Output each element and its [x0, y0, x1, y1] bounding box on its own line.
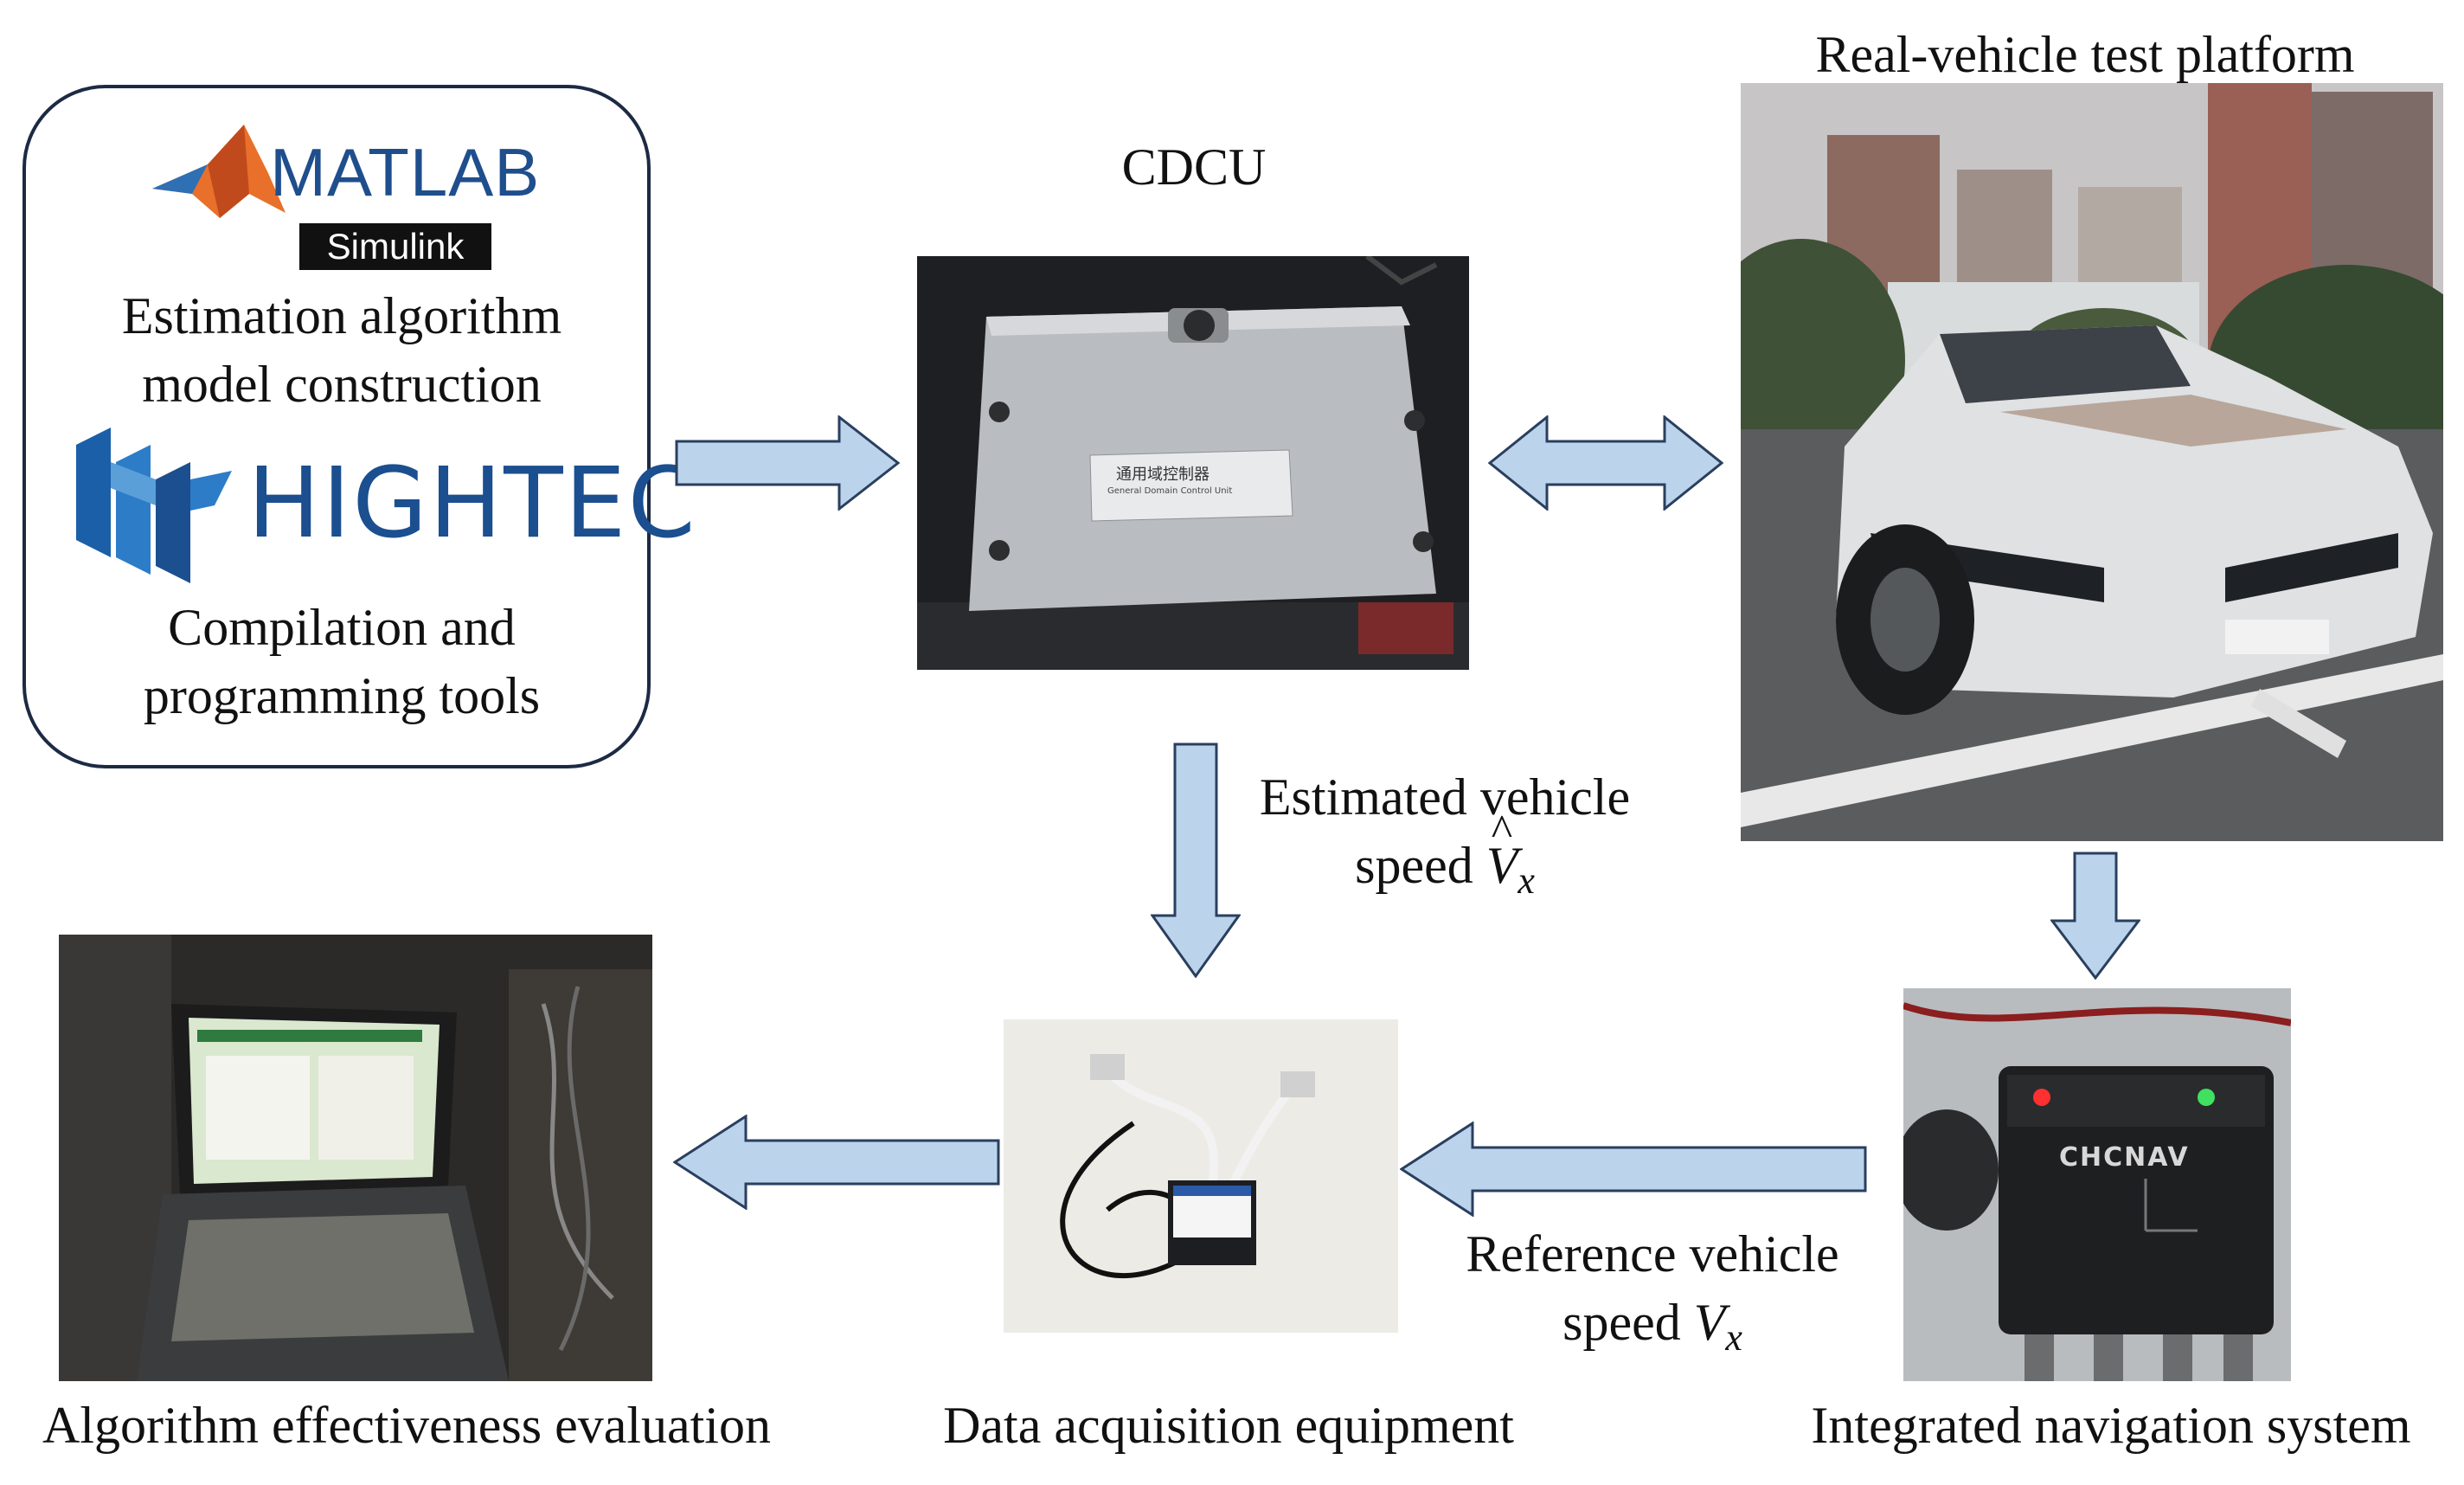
matlab-membrane-icon — [152, 125, 286, 218]
estimated-speed-symbol: ^Vx — [1485, 807, 1535, 906]
matlab-wordmark: MATLAB — [270, 134, 541, 210]
toolchain-panel — [22, 85, 651, 768]
reference-speed-line2: speed Vx — [1436, 1289, 1869, 1363]
navigation-brand: CHCNAV — [2059, 1142, 2190, 1173]
matlab-caption: Estimation algorithm model construction — [52, 282, 632, 419]
estimated-speed-subscript: x — [1518, 859, 1535, 903]
hightec-caption-line1: Compilation and — [168, 599, 516, 656]
estimated-speed-hat: ^ — [1491, 807, 1513, 857]
estimated-speed-v: V — [1485, 837, 1518, 895]
daq-caption: Data acquisition equipment — [943, 1397, 1514, 1454]
vehicle-photo — [1741, 83, 2443, 841]
arrow-tools-to-cdcu — [675, 415, 902, 511]
vehicle-title: Real-vehicle test platform — [1815, 26, 2355, 83]
reference-speed-line1: Reference vehicle — [1466, 1225, 1839, 1282]
estimated-speed-line2: speed ^Vx — [1229, 807, 1661, 906]
estimated-speed-label: Estimated vehicle speed ^Vx — [1229, 763, 1661, 906]
arrow-navigation-to-daq — [1400, 1122, 1867, 1217]
navigation-photo: CHCNAV — [1903, 988, 2291, 1381]
daq-photo — [1004, 1019, 1398, 1333]
arrow-daq-to-evaluation — [673, 1115, 1000, 1210]
hightec-mark-icon — [76, 428, 232, 583]
cdcu-label-chinese: 通用域控制器 — [1116, 466, 1210, 484]
matlab-caption-line2: model construction — [142, 356, 542, 414]
cdcu-photo: 通用域控制器 General Domain Control Unit — [917, 256, 1469, 670]
evaluation-photo — [59, 935, 652, 1381]
hightec-logo — [76, 428, 241, 583]
reference-speed-subscript: x — [1725, 1316, 1742, 1360]
arrow-cdcu-to-daq — [1151, 742, 1241, 978]
simulink-label: Simulink — [326, 226, 465, 267]
hightec-caption: Compilation and programming tools — [52, 594, 632, 730]
arrow-vehicle-to-navigation — [2050, 852, 2140, 980]
simulink-badge: Simulink — [299, 223, 491, 270]
cdcu-title: CDCU — [1121, 138, 1267, 196]
matlab-caption-line1: Estimation algorithm — [121, 287, 562, 344]
reference-speed-symbol: Vx — [1693, 1294, 1742, 1359]
reference-speed-label: Reference vehicle speed Vx — [1436, 1220, 1869, 1363]
navigation-caption: Integrated navigation system — [1811, 1397, 2411, 1454]
estimated-speed-prefix: speed — [1355, 837, 1473, 895]
cdcu-label-english: General Domain Control Unit — [1107, 486, 1233, 496]
hightec-caption-line2: programming tools — [143, 667, 541, 725]
matlab-logo — [147, 121, 528, 225]
hightec-wordmark: HIGHTEC — [247, 447, 697, 560]
reference-speed-v: V — [1693, 1294, 1726, 1352]
reference-speed-prefix: speed — [1562, 1294, 1681, 1352]
evaluation-caption: Algorithm effectiveness evaluation — [42, 1397, 771, 1454]
estimated-speed-line1: Estimated vehicle — [1259, 768, 1631, 826]
arrow-cdcu-vehicle-bidirectional — [1488, 415, 1723, 511]
